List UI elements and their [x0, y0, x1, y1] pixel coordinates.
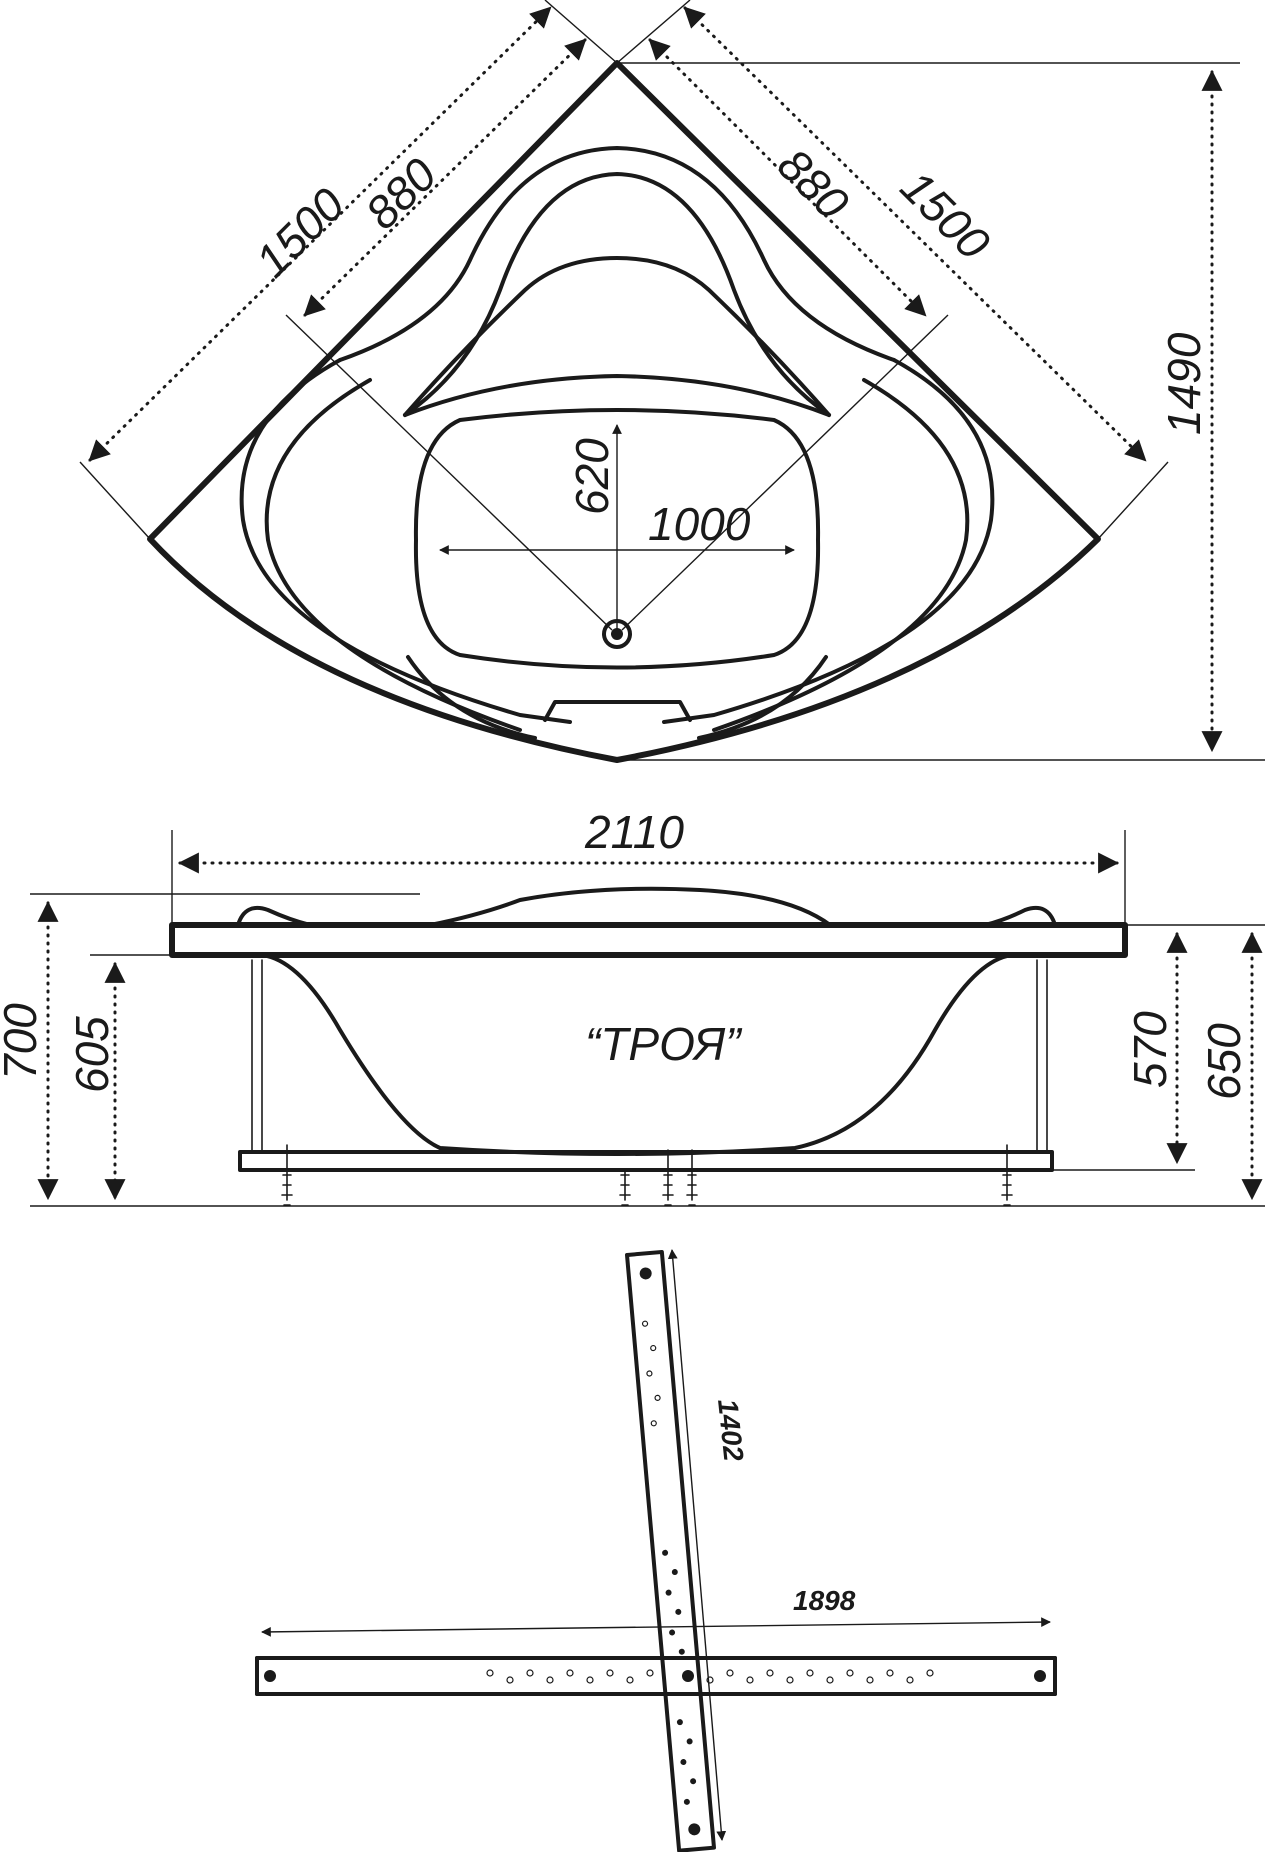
front-step	[543, 700, 692, 722]
long-bar-end-right	[1034, 1670, 1046, 1682]
frame-short-bar-group	[625, 1249, 716, 1852]
height-rim-label: 605	[66, 1016, 118, 1093]
headrest-inner	[403, 256, 831, 417]
adjustable-feet	[281, 1144, 1013, 1206]
front-arc-left	[406, 655, 537, 740]
rim-bump-right	[983, 905, 1057, 927]
top-view: 620 1000 1500 880 880 1500 1490	[79, 0, 1265, 763]
front-arc-right	[697, 655, 828, 740]
short-bar-dimension-line	[667, 1249, 727, 1841]
side-view: 2110 700 605	[0, 806, 1265, 1207]
ext-apex-left	[544, 0, 618, 64]
ext-corner-right	[1097, 461, 1169, 540]
rim-bump-center	[428, 886, 832, 927]
frame-center-bolt	[682, 1670, 694, 1682]
inner-right-label: 880	[768, 138, 859, 229]
frame-leg-left	[251, 959, 263, 1153]
inner-left-label: 880	[355, 148, 446, 239]
height-right-inner-label: 570	[1124, 1011, 1176, 1088]
side-left-label: 1500	[245, 178, 354, 287]
frame-base	[238, 1150, 1054, 1172]
tub-rim	[169, 922, 1128, 958]
total-width-label: 2110	[584, 806, 684, 858]
bowl-width-label: 620	[566, 438, 618, 515]
height-total-label: 700	[0, 1003, 46, 1080]
short-bar-label: 1402	[712, 1397, 749, 1463]
height-right-outer-label: 650	[1198, 1023, 1250, 1100]
model-name: “ТРОЯ”	[585, 1018, 743, 1070]
long-bar-holes	[486, 1669, 934, 1684]
long-bar-end-left	[264, 1670, 276, 1682]
rim-second-contour-right	[712, 378, 970, 732]
long-bar-label: 1898	[793, 1585, 856, 1616]
side-right-label: 1500	[891, 160, 1000, 269]
diagonal-line-right	[621, 314, 949, 631]
rim-bump-left	[236, 905, 312, 927]
rim-second-contour	[264, 378, 522, 732]
long-bar-dimension-line	[261, 1617, 1051, 1637]
bowl-length-label: 1000	[648, 498, 751, 550]
ext-apex-right	[616, 0, 691, 64]
ext-corner-left	[79, 461, 151, 540]
frame-short-bar	[625, 1249, 716, 1852]
drain-inner-icon	[611, 628, 623, 640]
frame-leg-right	[1036, 959, 1048, 1153]
depth-label: 1490	[1158, 332, 1210, 435]
diagonal-line-left	[285, 314, 613, 631]
frame-view: 1898 1402	[255, 1249, 1057, 1852]
inner-left-dimension-line	[303, 38, 587, 317]
frame-long-bar	[255, 1656, 1057, 1696]
side-right-dimension-line	[683, 6, 1147, 462]
